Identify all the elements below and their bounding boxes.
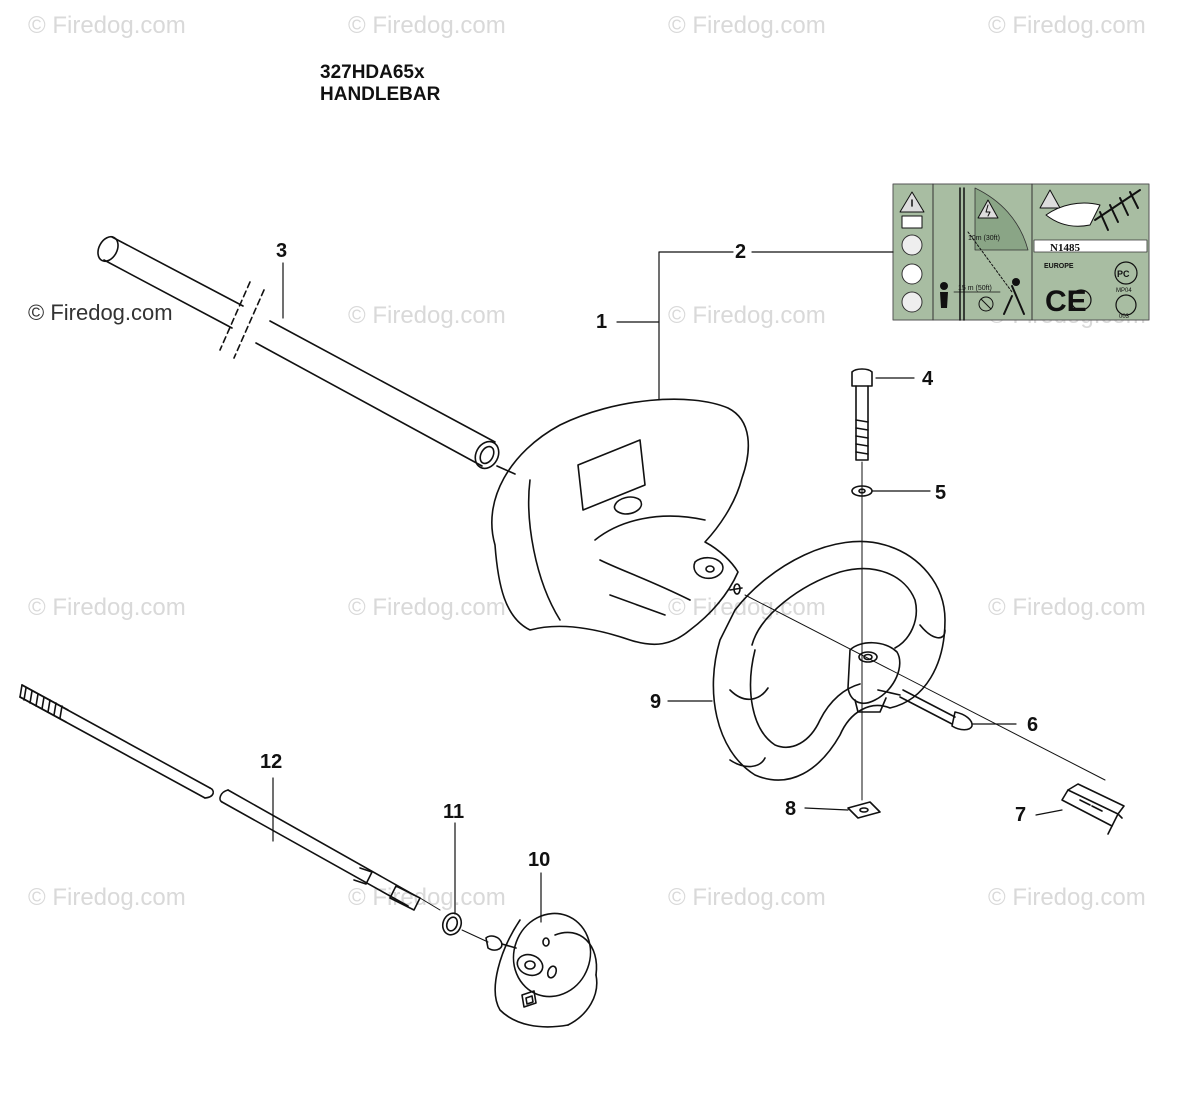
cover[interactable] bbox=[491, 398, 750, 646]
callout-leaders bbox=[272, 251, 1063, 923]
decal-ce-mark: CE bbox=[1045, 285, 1087, 318]
watermark: © Firedog.com bbox=[668, 12, 826, 39]
callout-8[interactable]: 8 bbox=[785, 798, 796, 820]
watermark-dark: © Firedog.com bbox=[28, 300, 173, 325]
bolt[interactable] bbox=[851, 368, 873, 801]
decal-distance-bottom: 15 m (50ft) bbox=[958, 285, 992, 292]
decal-region: EUROPE bbox=[1044, 263, 1074, 270]
watermark: © Firedog.com bbox=[668, 884, 826, 911]
watermark: © Firedog.com bbox=[668, 594, 826, 621]
decal-mp-mark: MP04 bbox=[1116, 288, 1132, 294]
section-title: HANDLEBAR bbox=[320, 84, 441, 105]
watermark: © Firedog.com bbox=[28, 594, 186, 621]
watermark: © Firedog.com bbox=[348, 594, 506, 621]
screw[interactable] bbox=[899, 689, 973, 731]
watermark: © Firedog.com bbox=[668, 302, 826, 329]
callout-4[interactable]: 4 bbox=[922, 368, 934, 390]
watermark: © Firedog.com bbox=[348, 884, 506, 911]
watermark: © Firedog.com bbox=[28, 12, 186, 39]
callout-2[interactable]: 2 bbox=[735, 241, 746, 263]
decal-distance-top: 10m (30ft) bbox=[968, 235, 1000, 242]
watermark: © Firedog.com bbox=[28, 884, 186, 911]
warning-decal[interactable] bbox=[892, 183, 1150, 321]
decal-003-mark: 003 bbox=[1119, 314, 1130, 320]
square-nut[interactable] bbox=[847, 801, 881, 819]
callout-3[interactable]: 3 bbox=[276, 240, 287, 262]
callout-1[interactable]: 1 bbox=[596, 311, 607, 333]
decal-cert-code: N1485 bbox=[1050, 242, 1080, 254]
circlip[interactable] bbox=[440, 911, 489, 943]
callout-6[interactable]: 6 bbox=[1027, 714, 1038, 736]
watermark: © Firedog.com bbox=[348, 12, 506, 39]
drive-shaft[interactable] bbox=[19, 684, 441, 911]
clamp[interactable] bbox=[1061, 783, 1125, 835]
callout-7[interactable]: 7 bbox=[1015, 804, 1026, 826]
callout-9[interactable]: 9 bbox=[650, 691, 661, 713]
model-title: 327HDA65x bbox=[320, 62, 425, 83]
callout-12[interactable]: 12 bbox=[260, 751, 282, 773]
callout-numbers: 3 1 2 4 5 6 7 8 9 10 11 12 bbox=[260, 240, 1038, 871]
shaft-tube[interactable] bbox=[94, 233, 516, 475]
callout-11[interactable]: 11 bbox=[443, 801, 464, 823]
clutch-drum[interactable] bbox=[485, 903, 602, 1028]
decal-pct-mark: PC bbox=[1117, 269, 1130, 279]
callout-5[interactable]: 5 bbox=[935, 482, 946, 504]
watermark: © Firedog.com bbox=[988, 884, 1146, 911]
callout-10[interactable]: 10 bbox=[528, 849, 550, 871]
loop-handle[interactable] bbox=[712, 540, 946, 781]
watermark: © Firedog.com bbox=[988, 594, 1146, 621]
watermark: © Firedog.com bbox=[348, 302, 506, 329]
watermark: © Firedog.com bbox=[988, 12, 1146, 39]
